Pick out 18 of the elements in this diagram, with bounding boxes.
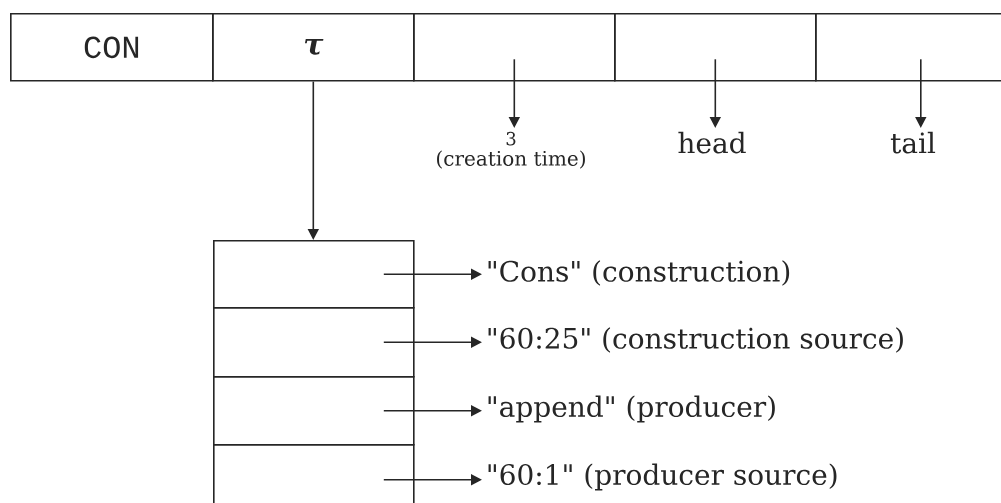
arrow [383,336,482,348]
record-field: τ [212,13,415,82]
record-field [213,307,415,378]
field-label: "60:25" (construction source) [488,327,903,353]
arrow [383,268,482,280]
record-field [614,13,817,82]
field-label: "append" (producer) [488,395,775,423]
record-field [815,13,1001,82]
field-label: 3 (creation time) [437,131,585,169]
record-field: CON [10,13,214,82]
record-field [213,240,415,309]
record-field [213,376,415,446]
field-label: head [678,131,746,154]
field-label: "60:1" (producer source) [488,463,837,491]
record-field [213,444,415,503]
field-label: "Cons" (construction) [488,260,790,286]
field-label: tail [890,131,936,154]
record-field [413,13,616,82]
